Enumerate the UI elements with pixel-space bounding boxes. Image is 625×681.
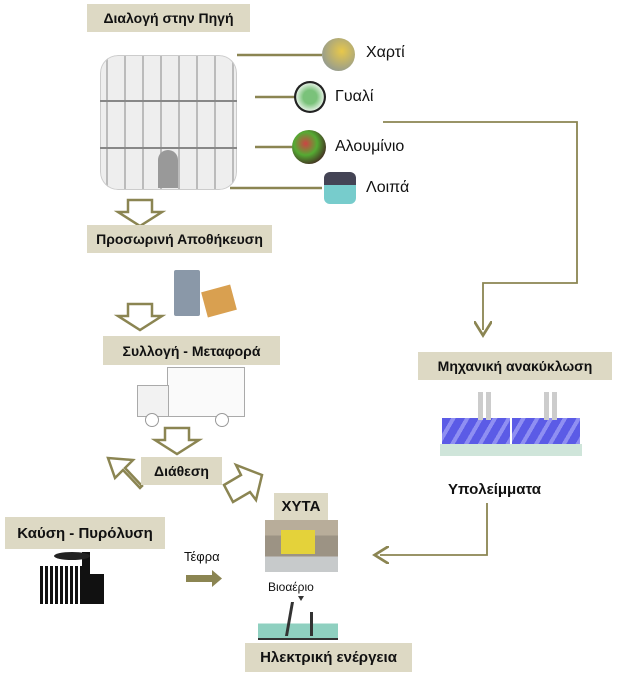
aluminium-cans-icon xyxy=(292,130,326,164)
residues-label: Υπολείμματα xyxy=(448,481,541,498)
trash-can-icon xyxy=(160,262,240,324)
source-separation-label: Διαλογή στην Πηγή xyxy=(87,4,250,32)
material-label-other: Λοιπά xyxy=(366,179,410,196)
material-label-glass: Γυαλί xyxy=(335,88,374,105)
material-label-paper: Χαρτί xyxy=(366,44,405,61)
hollow-arrow-down-1 xyxy=(113,198,167,228)
hollow-arrow-right-down xyxy=(222,462,264,504)
glass-recycling-icon xyxy=(294,81,326,113)
biogas-arrow xyxy=(298,596,304,601)
connector-to-recycling xyxy=(383,121,578,330)
paper-recycling-icon xyxy=(322,38,355,71)
incineration-pyrolysis-label: Καύση - Πυρόλυση xyxy=(5,517,165,549)
landfill-bulldozer-photo xyxy=(265,520,338,572)
power-pylons-icon xyxy=(258,602,338,640)
temporary-storage-label: Προσωρινή Αποθήκευση xyxy=(87,225,272,253)
ornate-building-icon xyxy=(100,55,237,190)
recycling-plant-icon xyxy=(440,388,585,458)
truck-icon xyxy=(135,365,245,429)
disposal-label: Διάθεση xyxy=(141,457,222,485)
electricity-label: Ηλεκτρική ενέργεια xyxy=(245,643,412,672)
hollow-arrow-left-down xyxy=(106,456,144,490)
connector-residues-to-landfill xyxy=(380,503,488,555)
ash-arrow xyxy=(186,575,212,582)
other-waste-bin-icon xyxy=(324,172,356,204)
hollow-arrow-down-2 xyxy=(113,302,167,332)
biogas-label: Βιοαέριο xyxy=(268,580,314,594)
material-label-aluminium: Αλουμίνιο xyxy=(335,138,405,155)
mechanical-recycling-label: Μηχανική ανακύκλωση xyxy=(418,352,612,380)
ash-label: Τέφρα xyxy=(184,549,220,564)
collection-transport-label: Συλλογή - Μεταφορά xyxy=(103,336,280,365)
landfill-label: ΧΥΤΑ xyxy=(274,493,328,520)
factory-smoke-icon xyxy=(30,552,115,604)
hollow-arrow-down-3 xyxy=(150,426,204,456)
